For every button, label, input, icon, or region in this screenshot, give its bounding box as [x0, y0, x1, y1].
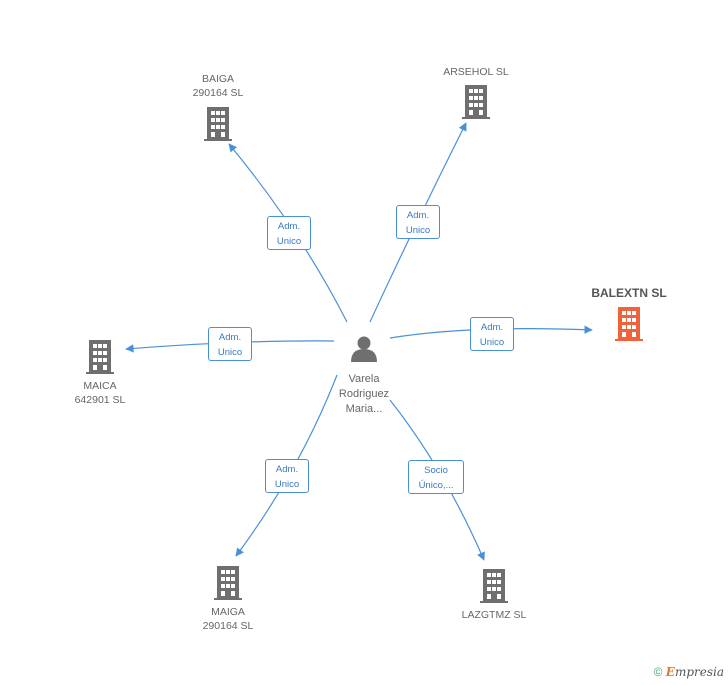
- relation-label-line: Unico: [276, 236, 302, 247]
- relation-label-line: Único,...: [418, 480, 454, 491]
- company-label-maiga[interactable]: MAIGA 290164 SL: [168, 605, 288, 633]
- person-name-line: Maria...: [345, 403, 383, 415]
- relation-label-baiga[interactable]: Adm. Unico: [267, 216, 311, 250]
- company-label-line: BALEXTN SL: [591, 286, 667, 300]
- company-label-line: 290164 SL: [192, 87, 244, 99]
- relation-label-line: Adm.: [277, 221, 301, 232]
- relation-label-line: Adm.: [218, 332, 242, 343]
- company-label-baiga[interactable]: BAIGA 290164 SL: [158, 72, 278, 100]
- relation-label-line: Adm.: [480, 322, 504, 333]
- relation-label-line: Unico: [405, 225, 431, 236]
- relation-label-line: Unico: [217, 347, 243, 358]
- relation-label-arsehol[interactable]: Adm. Unico: [396, 205, 440, 239]
- relation-label-line: Unico: [479, 337, 505, 348]
- person-icon[interactable]: [351, 336, 377, 363]
- company-label-arsehol[interactable]: ARSEHOL SL: [416, 65, 536, 79]
- building-icon[interactable]: [462, 85, 490, 119]
- relation-label-maiga[interactable]: Adm. Unico: [265, 459, 309, 493]
- copyright-symbol: ©: [653, 665, 663, 679]
- relation-label-line: Adm.: [406, 210, 430, 221]
- brand-name: Empresia: [665, 665, 724, 679]
- footer-brand: © Empresia: [654, 665, 724, 679]
- building-icon[interactable]: [480, 569, 508, 603]
- relation-label-balextn[interactable]: Adm. Unico: [470, 317, 514, 351]
- relation-label-line: Unico: [274, 479, 300, 490]
- company-label-line: BAIGA: [201, 73, 235, 85]
- company-label-line: LAZGTMZ SL: [461, 609, 527, 621]
- relation-label-line: Adm.: [275, 464, 299, 475]
- person-name-line: Rodriguez: [338, 388, 390, 400]
- company-label-line: MAIGA: [211, 606, 245, 618]
- company-label-balextn[interactable]: BALEXTN SL: [569, 286, 689, 300]
- company-label-maica[interactable]: MAICA 642901 SL: [40, 379, 160, 407]
- company-label-line: ARSEHOL SL: [443, 66, 509, 78]
- building-icon[interactable]: [204, 107, 232, 141]
- building-icon[interactable]: [615, 307, 643, 341]
- company-label-line: 642901 SL: [74, 394, 126, 406]
- company-label-line: MAICA: [83, 380, 117, 392]
- company-label-lazgtmz[interactable]: LAZGTMZ SL: [434, 608, 554, 622]
- company-label-line: 290164 SL: [202, 620, 254, 632]
- relation-label-line: Socio: [424, 465, 448, 476]
- building-icon[interactable]: [214, 566, 242, 600]
- building-icon[interactable]: [86, 340, 114, 374]
- person-name-line: Varela: [348, 373, 380, 385]
- relation-label-maica[interactable]: Adm. Unico: [208, 327, 252, 361]
